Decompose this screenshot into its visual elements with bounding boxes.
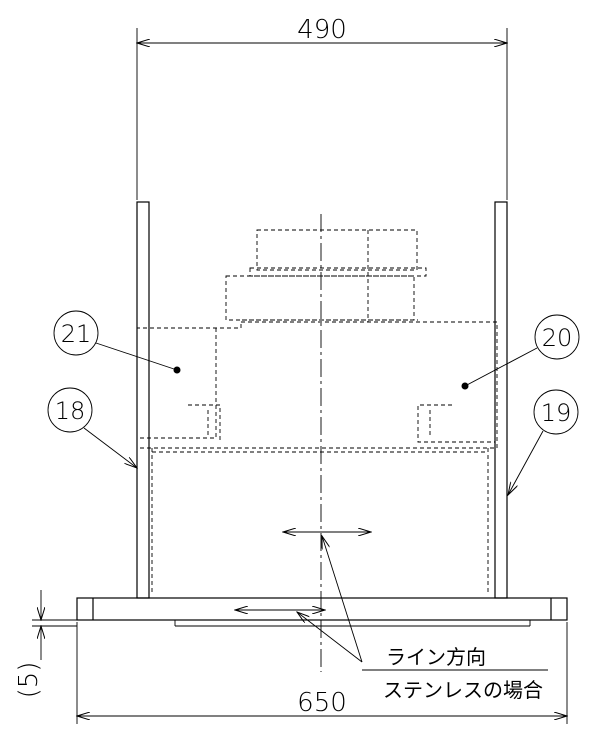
hidden-internal-parts (136, 229, 498, 592)
note-leader-upper (322, 536, 363, 663)
note-stainless-case: ステンレスの場合 (383, 678, 543, 702)
base-plate (76, 597, 568, 627)
dimension-top-label: 490 (297, 15, 347, 45)
left-side-panel (136, 201, 150, 599)
callout-20-dot (461, 382, 469, 390)
note-leader-lower (297, 612, 363, 663)
note-line-direction: ライン方向 (386, 645, 486, 669)
callout-20-label: 20 (542, 324, 573, 352)
callout-19-label: 19 (541, 399, 572, 427)
dimension-bottom-label: 650 (297, 688, 347, 718)
callout-18: 18 (47, 387, 137, 468)
dimension-top-490: 490 (137, 15, 507, 200)
right-side-panel (494, 201, 508, 599)
callout-19: 19 (508, 389, 579, 495)
callout-20: 20 (461, 314, 580, 390)
callout-21-dot (173, 366, 181, 374)
callout-21: 21 (53, 310, 181, 374)
dimension-bottom-650: 650 (77, 622, 567, 724)
dimension-left-5: (5) (14, 590, 77, 698)
callout-21-label: 21 (61, 320, 92, 348)
dimension-left-label: (5) (14, 662, 44, 699)
callout-18-label: 18 (55, 397, 86, 425)
